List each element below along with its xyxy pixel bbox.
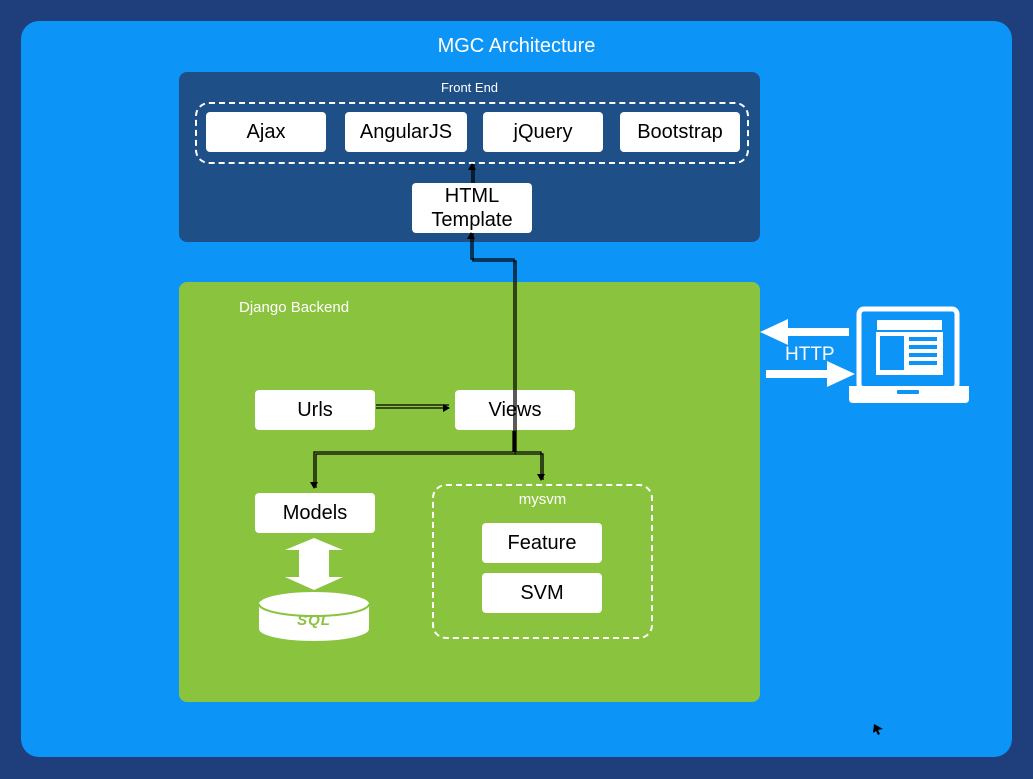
library-angularjs-node: AngularJS (345, 112, 467, 152)
backend-label: Django Backend (239, 299, 350, 316)
views-to-template-connector (467, 232, 517, 452)
urls-node: Urls (255, 390, 375, 430)
svm-node: SVM (482, 573, 602, 613)
mysvm-group (432, 484, 653, 639)
views-node: Views (455, 390, 575, 430)
laptop-browser-icon (849, 306, 969, 403)
library-bootstrap-node: Bootstrap (620, 112, 740, 152)
frontend-label: Front End (440, 80, 499, 95)
views-to-models-connector (310, 431, 516, 489)
mouse-pointer-icon (873, 724, 883, 735)
http-request-response-arrows (760, 319, 855, 387)
views-to-mysvm-connector (515, 451, 545, 481)
diagram-canvas: MGC Architecture Front End Ajax AngularJ… (21, 21, 1012, 757)
mysvm-label: mysvm (518, 491, 567, 508)
models-sql-double-arrow (285, 538, 343, 590)
frontend-panel: Front End Ajax AngularJS jQuery Bootstra… (179, 72, 760, 242)
http-label: HTTP (785, 344, 835, 365)
diagram-title: MGC Architecture (437, 35, 596, 57)
models-node: Models (255, 493, 375, 533)
html-template-node: HTML Template (412, 183, 532, 233)
template-to-libraries-connector (468, 163, 476, 183)
sql-database-icon (258, 592, 370, 641)
library-ajax-node: Ajax (206, 112, 326, 152)
urls-to-views-connector (376, 404, 450, 412)
sql-label: SQL (297, 612, 331, 629)
connectors-layer: SQL (258, 163, 969, 735)
library-jquery-node: jQuery (483, 112, 603, 152)
feature-node: Feature (482, 523, 602, 563)
